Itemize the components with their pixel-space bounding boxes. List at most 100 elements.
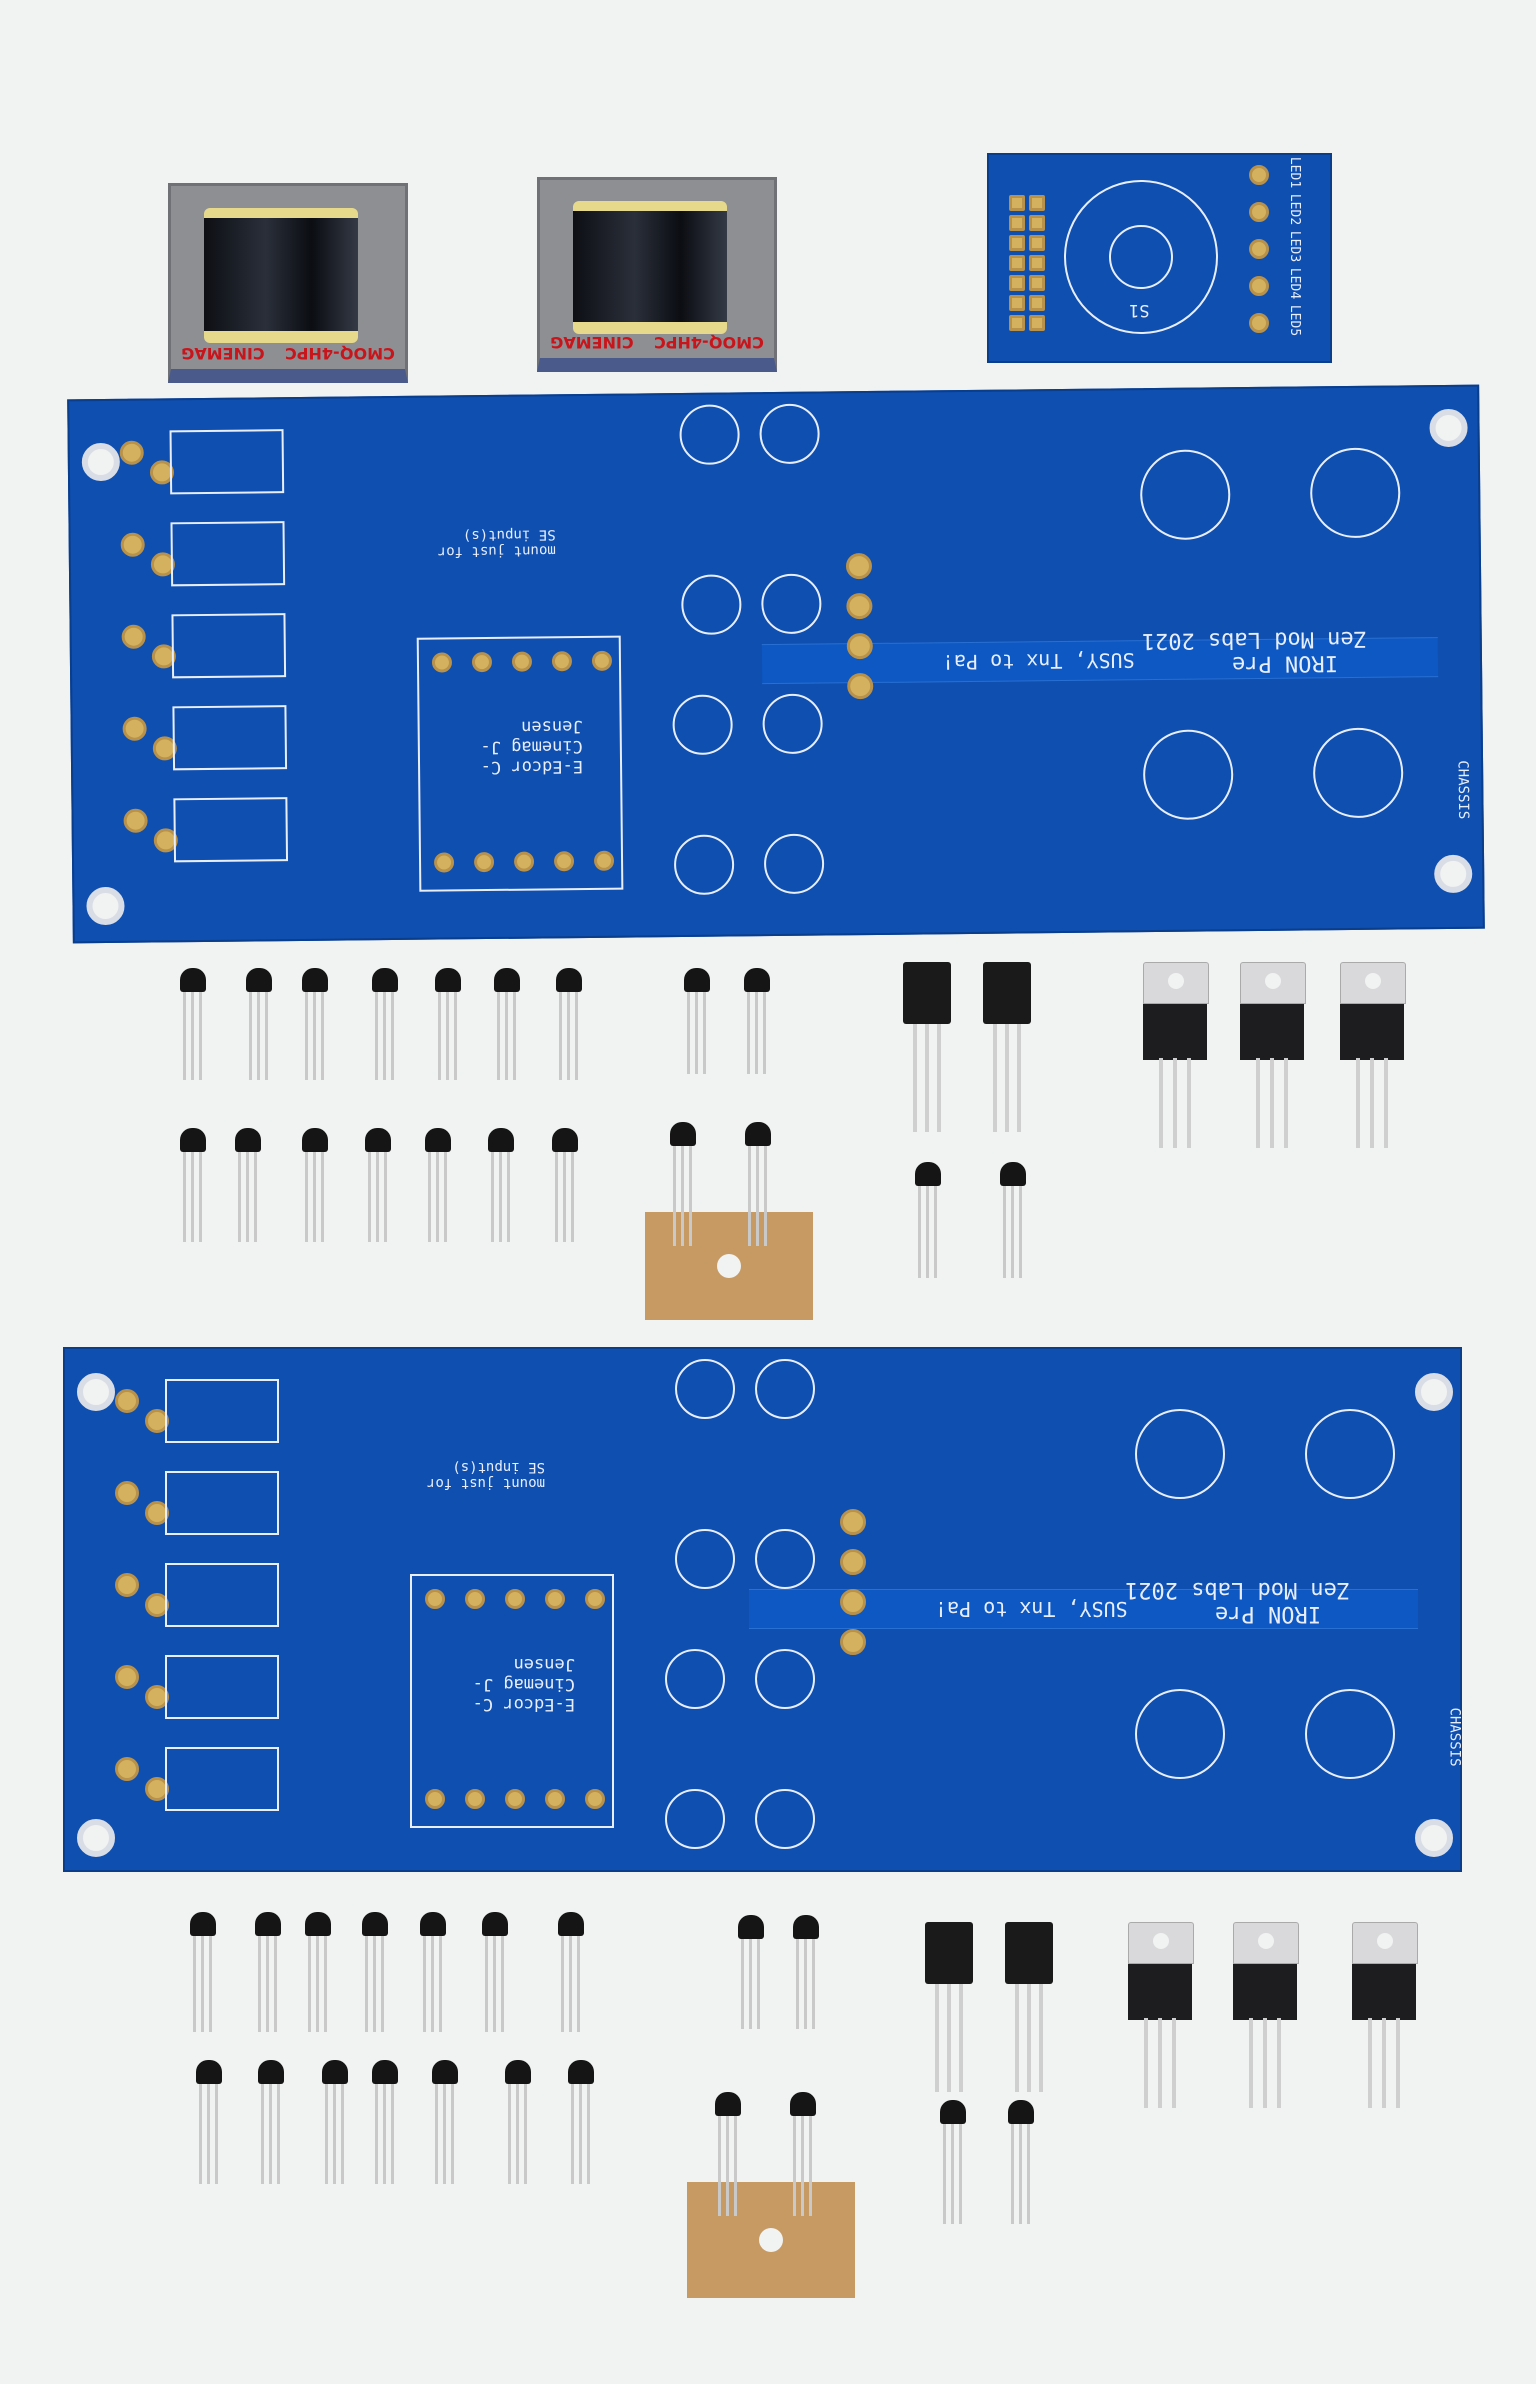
to92-transistor xyxy=(258,2060,284,2184)
transistor-lead xyxy=(559,992,562,1080)
to92-transistor xyxy=(568,2060,594,2184)
transistor-lead xyxy=(209,1936,212,2032)
transformer-pad xyxy=(545,1589,565,1609)
to220-regulator xyxy=(1233,1922,1299,2108)
transistor-lead xyxy=(959,1984,963,2092)
mounting-hole xyxy=(86,886,125,926)
to92-transistor xyxy=(738,1915,764,2029)
capacitor-footprint xyxy=(761,573,822,635)
input-pad xyxy=(115,1757,139,1781)
to92-transistor xyxy=(190,1912,216,2032)
input-pad xyxy=(115,1573,139,1597)
transformer-pad xyxy=(545,1789,565,1809)
board-credit: Zen Mod Labs 2021 xyxy=(1125,1577,1351,1602)
led-pad xyxy=(1249,165,1269,185)
transistor-lead xyxy=(191,992,194,1080)
transistor-lead xyxy=(375,992,378,1080)
transformer-coil xyxy=(203,207,359,344)
transistor-lead xyxy=(555,1152,558,1242)
led-pad xyxy=(1249,239,1269,259)
header-pad xyxy=(1009,295,1025,311)
transistor-lead xyxy=(1027,1984,1031,2092)
capacitor-footprint xyxy=(675,1529,735,1589)
header-pad xyxy=(1009,215,1025,231)
transistor-lead xyxy=(947,1984,951,2092)
transistor-lead xyxy=(265,992,268,1080)
transistor-lead xyxy=(937,1024,941,1132)
transistor-lead xyxy=(993,1024,997,1132)
mount-note: mount just for SE input(s) xyxy=(437,526,556,560)
gnd-pad xyxy=(840,1589,866,1615)
mounting-hole xyxy=(1434,854,1473,894)
transistor-lead xyxy=(579,2084,582,2184)
transistor-lead xyxy=(191,1152,194,1242)
transformer-pad xyxy=(505,1789,525,1809)
transformer-note: E-Edcor C-Cinemag J-Jensen xyxy=(472,1654,575,1714)
regulator-lead xyxy=(1173,1058,1177,1148)
to92-transistor xyxy=(305,1912,331,2032)
transistor-lead xyxy=(809,2116,812,2216)
transistor-lead xyxy=(687,992,690,1074)
to92-transistor xyxy=(488,1128,514,1242)
header-pad xyxy=(1009,275,1025,291)
capacitor-footprint xyxy=(675,1359,735,1419)
transistor-lead xyxy=(569,1936,572,2032)
transistor-lead xyxy=(308,1936,311,2032)
transistor-lead xyxy=(516,2084,519,2184)
transistor-lead xyxy=(435,2084,438,2184)
transformer-pad xyxy=(591,650,613,671)
transistor-lead xyxy=(1005,1024,1009,1132)
board-note: SUSY, Tnx to Pa! xyxy=(941,648,1135,675)
capacitor-footprint xyxy=(755,1649,815,1709)
regulator-lead xyxy=(1396,2018,1400,2108)
transistor-lead xyxy=(383,2084,386,2184)
transistor-lead xyxy=(1027,2124,1030,2224)
transistor-lead xyxy=(804,1939,807,2029)
to92-transistor xyxy=(372,968,398,1080)
to126-transistor xyxy=(983,962,1031,1132)
transistor-lead xyxy=(313,1152,316,1242)
regulator-lead xyxy=(1263,2018,1267,2108)
header-pad xyxy=(1029,255,1045,271)
transistor-lead xyxy=(524,2084,527,2184)
capacitor-footprint xyxy=(762,693,823,755)
transistor-lead xyxy=(749,1939,752,2029)
transistor-lead xyxy=(499,1152,502,1242)
mount-note: mount just for SE input(s) xyxy=(426,1459,545,1491)
transistor-lead xyxy=(491,1152,494,1242)
input-pad xyxy=(119,440,144,465)
transistor-lead xyxy=(747,992,750,1074)
to92-transistor xyxy=(482,1912,508,2032)
transformer-pad xyxy=(465,1789,485,1809)
to92-transistor xyxy=(435,968,461,1080)
led-pad xyxy=(1249,202,1269,222)
transistor-lead xyxy=(689,1146,692,1246)
to92-transistor xyxy=(552,1128,578,1242)
to92-transistor xyxy=(715,2092,741,2216)
board-title: IRON Pre xyxy=(1215,1601,1321,1626)
transistor-lead xyxy=(313,992,316,1080)
transistor-lead xyxy=(266,1936,269,2032)
to92-transistor xyxy=(793,1915,819,2029)
transistor-lead xyxy=(561,1936,564,2032)
transformer-pad xyxy=(513,851,535,872)
transistor-lead xyxy=(376,1152,379,1242)
transistor-lead xyxy=(238,1152,241,1242)
chassis-label: CHASSIS xyxy=(1446,1707,1463,1767)
insulating-pad xyxy=(687,2182,855,2298)
relay-footprint xyxy=(171,613,287,679)
transistor-lead xyxy=(695,992,698,1074)
transistor-lead xyxy=(183,992,186,1080)
gnd-pad xyxy=(840,1549,866,1575)
transistor-lead xyxy=(373,1936,376,2032)
to92-transistor xyxy=(255,1912,281,2032)
relay-footprint xyxy=(165,1563,279,1627)
to220-regulator xyxy=(1352,1922,1418,2108)
large-capacitor-footprint xyxy=(1309,447,1401,539)
transistor-lead xyxy=(381,1936,384,2032)
regulator-lead xyxy=(1284,1058,1288,1148)
transistor-lead xyxy=(443,2084,446,2184)
transformer-pad xyxy=(431,652,453,673)
transistor-lead xyxy=(508,2084,511,2184)
transistor-lead xyxy=(934,1186,937,1278)
